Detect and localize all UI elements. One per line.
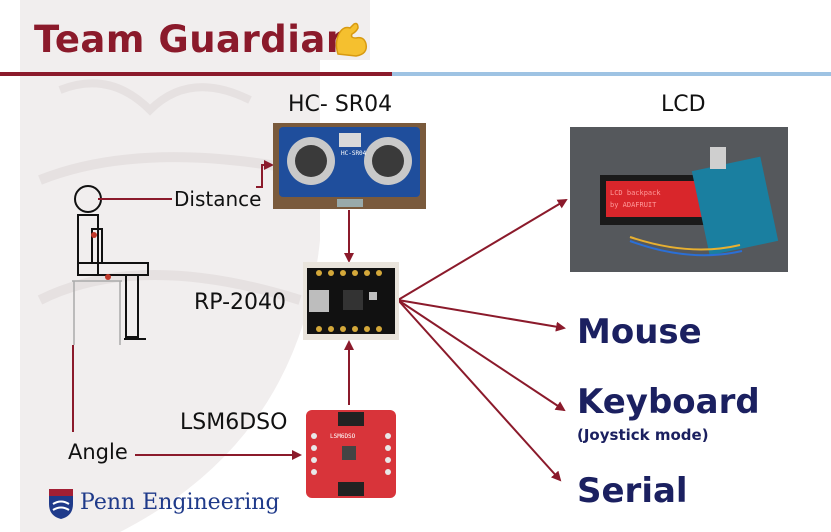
- output-keyboard: Keyboard: [577, 382, 760, 422]
- lcd-arduino-image: LCD backpack by ADAFRUIT: [570, 127, 788, 272]
- rp2040-board-image: [303, 262, 399, 340]
- hc-sr04-image: HC-SR04: [273, 123, 426, 209]
- output-keyboard-subtitle: (Joystick mode): [577, 426, 709, 444]
- lsm6dso-label: LSM6DSO: [180, 410, 288, 435]
- lcd-label: LCD: [661, 92, 706, 117]
- seated-person-figure: [72, 185, 149, 345]
- distance-label: Distance: [174, 187, 262, 211]
- penn-shield-icon: [49, 489, 73, 519]
- penn-engineering-logo-text: Penn Engineering: [80, 490, 280, 515]
- lcd-line-1: LCD backpack: [610, 189, 661, 197]
- hc-sr04-label: HC- SR04: [288, 92, 393, 117]
- sensor-board-text: HC-SR04: [341, 150, 367, 157]
- lcd-line-2: by ADAFRUIT: [610, 201, 657, 209]
- title-rule-red: [0, 72, 392, 76]
- output-serial: Serial: [577, 471, 688, 511]
- rp2040-label: RP-2040: [194, 290, 286, 315]
- title-rule-blue: [392, 72, 831, 76]
- slide-title: Team Guardian: [34, 18, 353, 61]
- flexed-biceps-icon: [335, 22, 368, 57]
- angle-label: Angle: [68, 440, 128, 464]
- imu-board-text: LSM6DSO: [330, 433, 356, 440]
- lsm6dso-board-image: LSM6DSO: [302, 408, 400, 500]
- output-mouse: Mouse: [577, 312, 702, 352]
